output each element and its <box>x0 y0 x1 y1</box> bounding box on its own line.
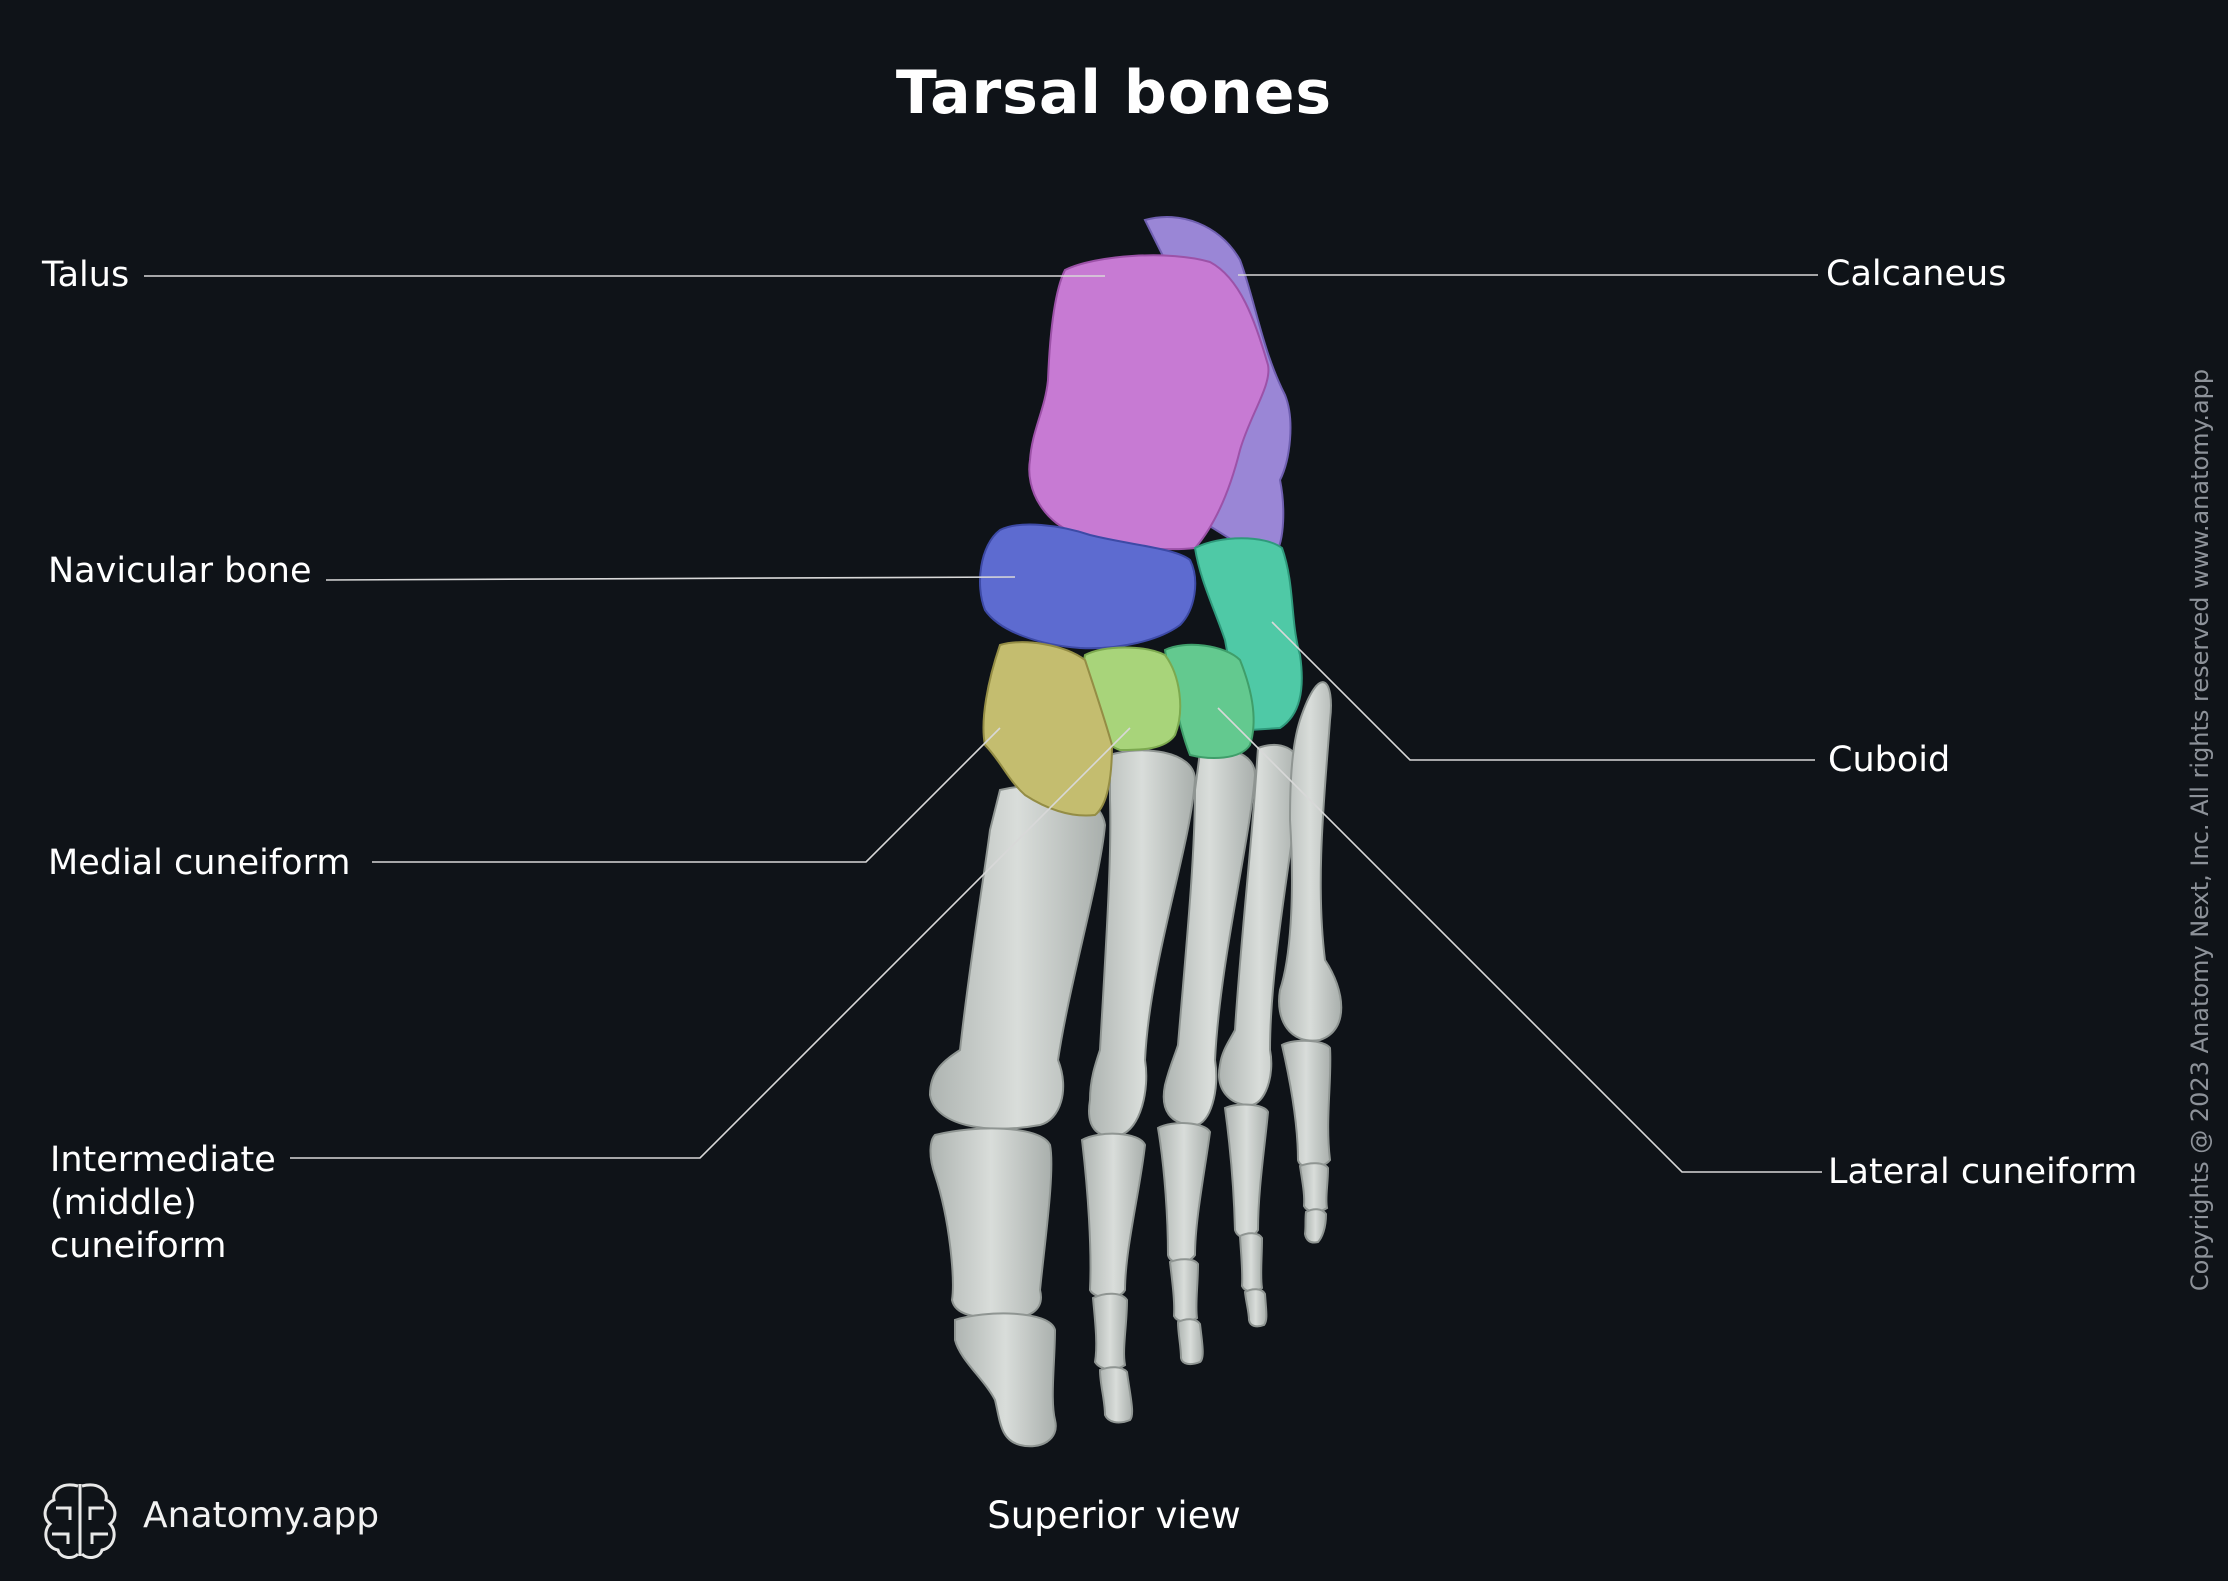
toe5-phalanx-2 <box>1298 1162 1330 1213</box>
toe2-phalanx-1 <box>1080 1132 1147 1299</box>
toe4-phalanx-1 <box>1223 1103 1270 1239</box>
copyright-notice: Copyrights @ 2023 Anatomy Next, Inc. All… <box>2186 368 2214 1292</box>
leader-cuboid <box>1271 621 1815 761</box>
leader-medial-cuneiform <box>372 727 1001 863</box>
hallux-distal-phalanx <box>954 1312 1057 1448</box>
toe4-phalanx-2 <box>1238 1232 1264 1293</box>
metatarsal-5 <box>1278 681 1343 1042</box>
label-cuboid: Cuboid <box>1828 740 1951 780</box>
lateral-cuneiform-bone <box>1163 643 1255 759</box>
toe3-phalanx-1 <box>1156 1122 1212 1264</box>
hallux-proximal-phalanx <box>929 1127 1053 1320</box>
toe3-phalanx-2 <box>1168 1258 1200 1323</box>
phalanges <box>929 1039 1332 1448</box>
toe2-phalanx-3 <box>1098 1366 1134 1424</box>
label-intermediate-line-2: (middle) <box>50 1183 197 1223</box>
navicular-bone-shape <box>979 523 1197 650</box>
label-intermediate-line-3: cuneiform <box>50 1226 227 1266</box>
brand-name: Anatomy.app <box>143 1495 380 1536</box>
metatarsals <box>928 681 1343 1138</box>
leader-intermediate-cuneiform <box>290 727 1131 1159</box>
label-talus: Talus <box>42 255 130 295</box>
page-title: Tarsal bones <box>895 58 1333 128</box>
leader-lines <box>144 274 1822 1173</box>
toe5-phalanx-3 <box>1303 1208 1328 1244</box>
label-medial-cuneiform: Medial cuneiform <box>48 843 351 883</box>
leader-navicular <box>325 576 1016 581</box>
leader-lateral-cuneiform <box>1217 707 1822 1173</box>
toe4-phalanx-3 <box>1243 1288 1268 1328</box>
view-caption: Superior view <box>987 1494 1241 1537</box>
toe5-phalanx-1 <box>1280 1039 1332 1169</box>
toe3-phalanx-3 <box>1176 1318 1204 1366</box>
cuboid-bone <box>1193 537 1303 732</box>
metatarsal-1 <box>928 785 1107 1130</box>
metatarsal-2 <box>1088 749 1197 1138</box>
label-navicular-bone: Navicular bone <box>48 551 312 591</box>
toe2-phalanx-2 <box>1091 1292 1129 1371</box>
label-intermediate-cuneiform: Intermediate (middle) cuneiform <box>50 1139 276 1268</box>
label-intermediate-line-1: Intermediate <box>50 1140 276 1180</box>
label-calcaneus: Calcaneus <box>1826 254 2007 294</box>
brand-logo-icon <box>43 1483 117 1559</box>
label-lateral-cuneiform: Lateral cuneiform <box>1828 1152 2138 1192</box>
talus-bone <box>1028 254 1270 551</box>
